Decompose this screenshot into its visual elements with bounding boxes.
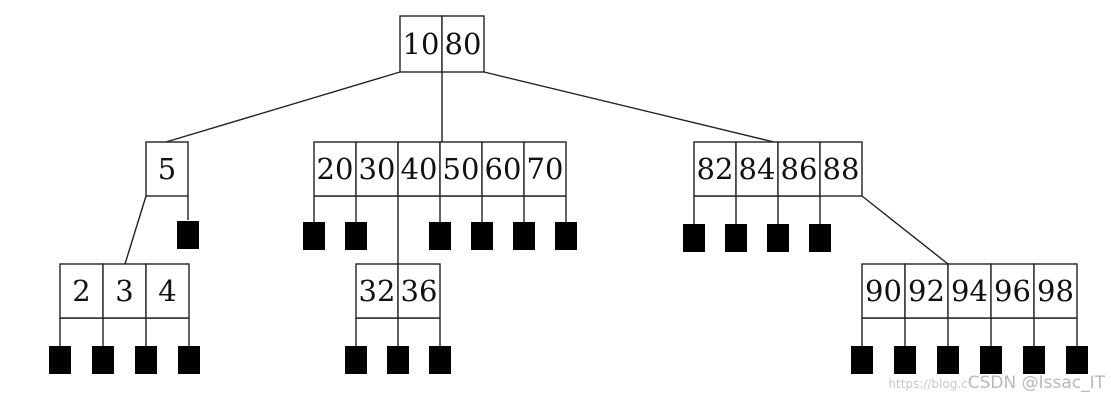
node-90-98-cell <box>947 263 992 319</box>
null-leaf <box>177 221 199 249</box>
edge-root-to-right <box>483 71 775 143</box>
root-node-key: 80 <box>445 27 482 61</box>
null-leaf <box>303 222 325 250</box>
node-82-88-key: 88 <box>823 152 860 186</box>
null-leaf <box>1023 346 1045 374</box>
node-90-98-key: 98 <box>1037 274 1074 308</box>
node-20-70-cell <box>355 141 399 197</box>
node-2-4-key: 2 <box>72 274 90 308</box>
node-20-70-key: 50 <box>443 152 480 186</box>
node-32-36-cell <box>397 263 441 319</box>
null-leaf <box>49 346 71 374</box>
null-leaf <box>387 346 409 374</box>
node-82-88-key: 86 <box>781 152 818 186</box>
null-leaf <box>683 224 705 252</box>
node-82-88-key: 82 <box>697 152 734 186</box>
null-leaf <box>555 222 577 250</box>
edge-5-to-2-4 <box>124 195 147 265</box>
node-5: 5 <box>145 141 189 197</box>
node-90-98-key: 90 <box>865 274 902 308</box>
null-leaf <box>767 224 789 252</box>
node-82-88-cell <box>819 141 863 197</box>
null-leaf <box>345 346 367 374</box>
node-82-88-cell <box>777 141 821 197</box>
edge-88-to-90-98 <box>861 195 949 265</box>
node-32-36-key: 32 <box>359 274 396 308</box>
null-leaf <box>937 346 959 374</box>
node-20-70-key: 20 <box>317 152 354 186</box>
null-leaves <box>49 221 1088 374</box>
watermark-url: https://blog.c <box>888 377 968 391</box>
null-leaf <box>980 346 1002 374</box>
node-2-4-cell <box>102 263 147 319</box>
node-90-98-cell <box>1033 263 1078 319</box>
node-20-70-key: 30 <box>359 152 396 186</box>
null-leaf <box>851 346 873 374</box>
null-leaf <box>1066 346 1088 374</box>
node-5-key: 5 <box>158 152 176 186</box>
root-node-cell <box>399 15 443 73</box>
node-90-98-key: 92 <box>908 274 945 308</box>
watermark-text: CSDN @Issac_IT <box>967 373 1105 393</box>
node-32-36-key: 36 <box>401 274 438 308</box>
node-20-70-cell <box>439 141 483 197</box>
node-2-4-cell <box>145 263 190 319</box>
null-leaf <box>513 222 535 250</box>
node-32-36-cell <box>355 263 399 319</box>
null-leaf <box>92 346 114 374</box>
null-leaf <box>429 222 451 250</box>
null-leaf <box>894 346 916 374</box>
node-20-70-key: 40 <box>401 152 438 186</box>
node-82-88-key: 84 <box>739 152 776 186</box>
node-20-70-cell <box>313 141 357 197</box>
null-leaf <box>135 346 157 374</box>
null-leaf <box>725 224 747 252</box>
node-82-88-cell <box>693 141 737 197</box>
node-20-70-key: 60 <box>485 152 522 186</box>
node-5-cell <box>145 141 189 197</box>
node-20-70-key: 70 <box>527 152 564 186</box>
root-node-key: 10 <box>403 27 440 61</box>
null-leaf <box>178 346 200 374</box>
node-2-4-key: 4 <box>158 274 176 308</box>
null-leaf <box>471 222 493 250</box>
node-90-98-cell <box>904 263 949 319</box>
null-leaf <box>809 224 831 252</box>
null-leaf <box>345 222 367 250</box>
node-82-88-cell <box>735 141 779 197</box>
node-2-4-key: 3 <box>115 274 133 308</box>
watermark: https://blog.cCSDN @Issac_IT <box>888 373 1105 393</box>
node-90-98-key: 94 <box>951 274 988 308</box>
null-leaf <box>429 346 451 374</box>
edge-root-to-5 <box>165 71 401 143</box>
node-90-98-key: 96 <box>994 274 1031 308</box>
node-20-70-cell <box>523 141 567 197</box>
node-90-98-cell <box>861 263 906 319</box>
root-node-cell <box>441 15 485 73</box>
